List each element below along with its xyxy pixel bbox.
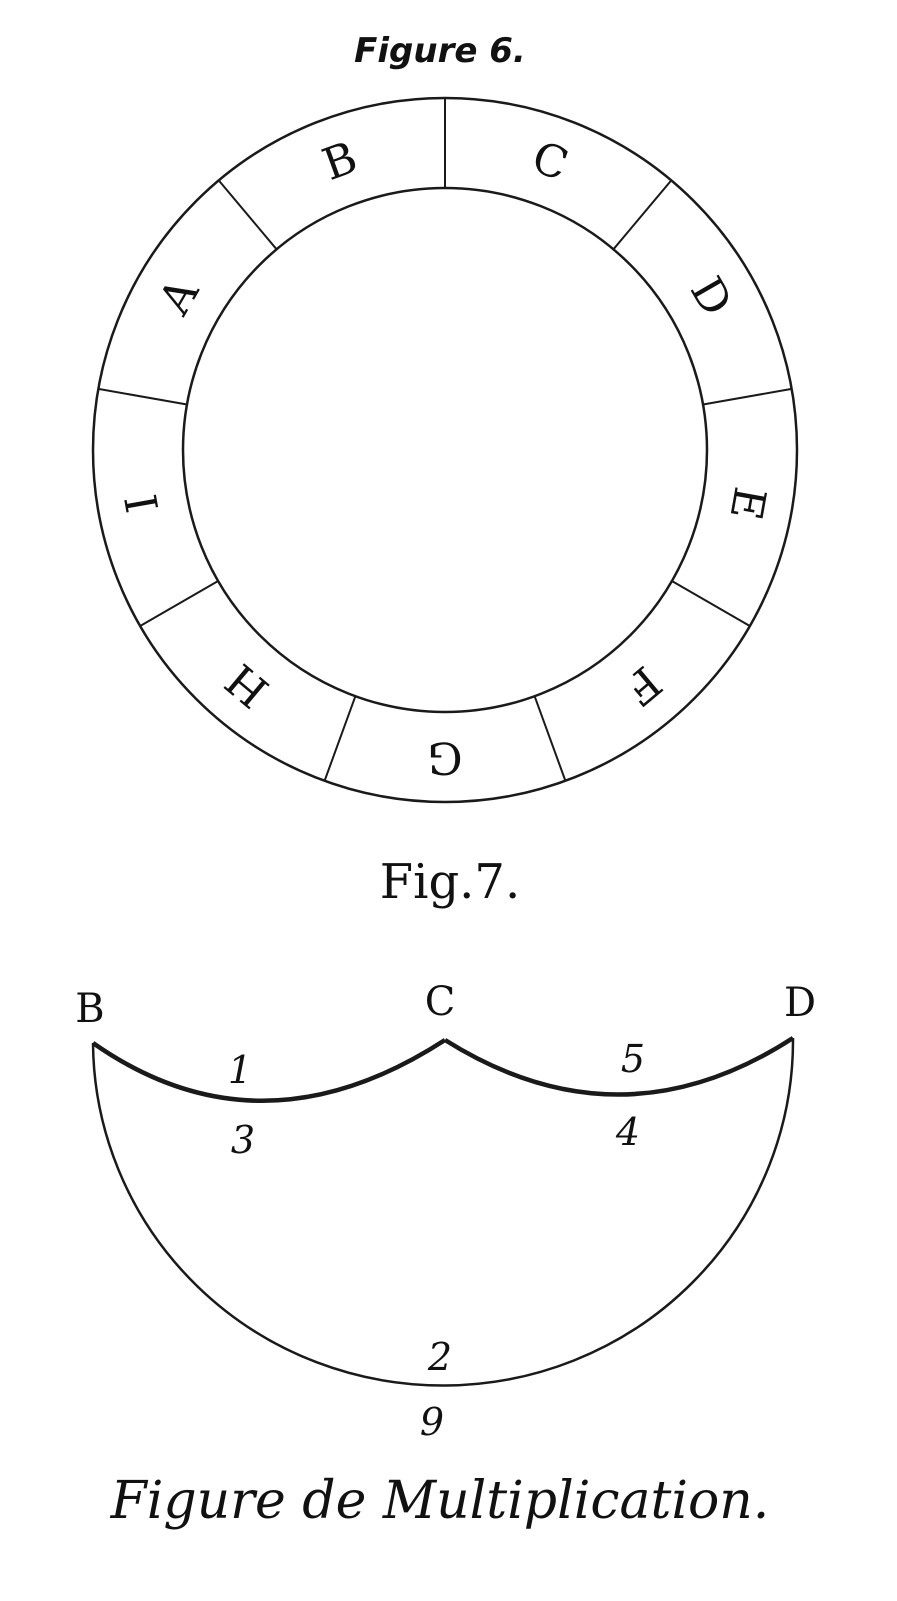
point-label-d: D [784,980,816,1026]
wheel-divider [533,695,567,782]
figure-6-title: Figure 6. [354,31,526,71]
wheel-letter-a: A [149,269,210,324]
wheel-divider [671,580,751,627]
number-label-2: 2 [427,1335,452,1379]
figure-7-caption: Figure de Multiplication. [110,1471,770,1531]
arc-b-d-lower [91,1037,795,1387]
number-label-1: 1 [228,1048,252,1092]
wheel-divider [323,695,357,782]
wheel-divider [98,387,188,406]
wheel-letter-f: F [614,656,670,715]
figure-7-shape [91,1036,795,1387]
wheel-divider [217,179,278,250]
figure-7-title: Fig.7. [380,854,520,910]
point-label-b: B [75,986,104,1032]
number-label-9: 9 [420,1400,444,1444]
wheel-letter-i: I [116,490,169,516]
wheel-letter-d: D [680,268,742,324]
number-label-4: 4 [615,1110,640,1154]
wheel-letter-b: B [316,132,364,191]
wheel-letters: A B C D E F G H I [116,132,775,783]
figure-6-wheel: A B C D E F G H I [91,96,799,804]
wheel-inner-ring [181,186,709,714]
wheel-letter-h: H [217,653,279,717]
wheel-divider [702,387,792,406]
wheel-dividers [98,98,792,782]
point-label-c: C [425,979,456,1025]
wheel-letter-e: E [719,483,775,523]
wheel-letter-g: G [427,732,462,783]
wheel-divider [139,580,219,627]
wheel-divider [612,179,673,250]
arc-c-d [443,1036,795,1097]
wheel-letter-c: C [525,132,574,191]
number-label-3: 3 [231,1118,255,1162]
number-label-5: 5 [621,1037,645,1081]
arc-b-c [91,1038,447,1103]
wheel-outer-ring [91,96,799,804]
